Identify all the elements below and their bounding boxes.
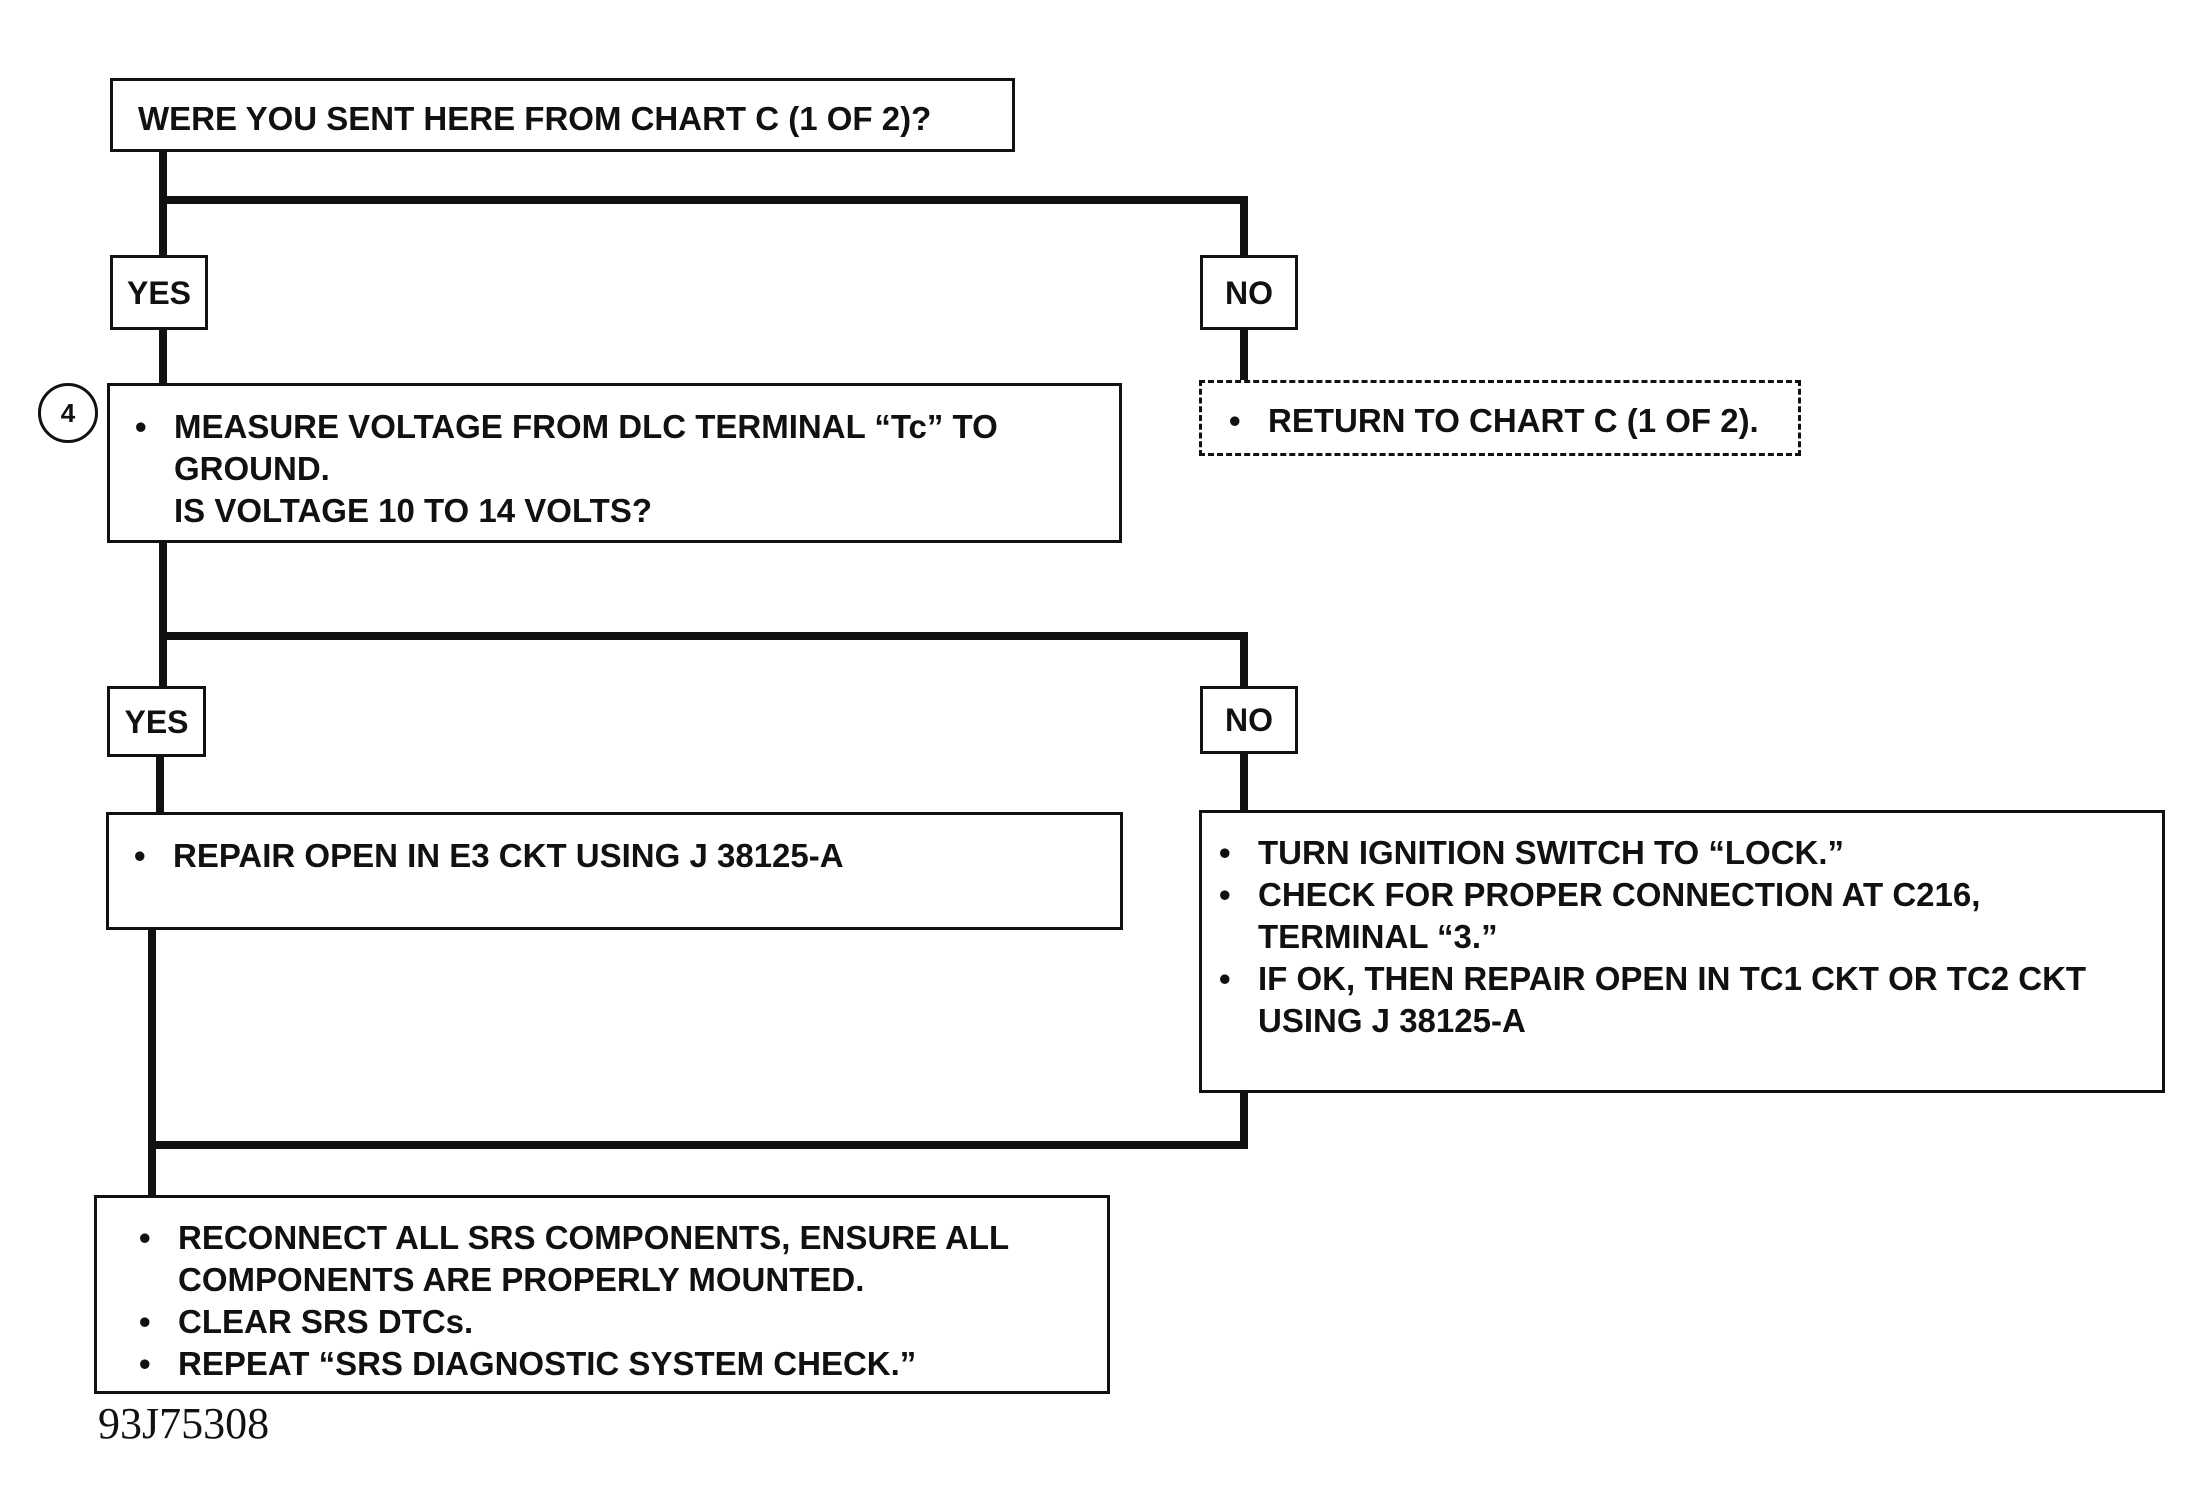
no-branch-actions: TURN IGNITION SWITCH TO “LOCK.” CHECK FO… — [1199, 810, 2165, 1093]
final-action-item: RECONNECT ALL SRS COMPONENTS, ENSURE ALL… — [139, 1217, 1087, 1301]
step-4-line-3: IS VOLTAGE 10 TO 14 VOLTS? — [174, 492, 652, 529]
step-number-badge: 4 — [38, 383, 98, 443]
step-4-line-1: MEASURE VOLTAGE FROM DLC TERMINAL “Tc” T… — [135, 406, 1119, 448]
step-4-line-2: GROUND. — [174, 450, 330, 487]
no-action-item: IF OK, THEN REPAIR OPEN IN TC1 CKT OR TC… — [1219, 958, 2142, 1042]
repair-e3-text: REPAIR OPEN IN E3 CKT USING J 38125-A — [134, 835, 1120, 877]
figure-id: 93J75308 — [98, 1399, 270, 1448]
connector-step4-to-branch — [159, 536, 1248, 690]
question-text: WERE YOU SENT HERE FROM CHART C (1 OF 2)… — [138, 100, 932, 137]
no-action-item: CHECK FOR PROPER CONNECTION AT C216, TER… — [1219, 874, 2142, 958]
branch-2-yes-label: YES — [107, 686, 206, 757]
connector-question-to-branch — [159, 146, 1248, 259]
final-actions: RECONNECT ALL SRS COMPONENTS, ENSURE ALL… — [94, 1195, 1110, 1394]
return-action-text: RETURN TO CHART C (1 OF 2). — [1229, 400, 1798, 442]
question-sent-from-chart-c: WERE YOU SENT HERE FROM CHART C (1 OF 2)… — [110, 78, 1015, 152]
no-action-item: TURN IGNITION SWITCH TO “LOCK.” — [1219, 832, 2142, 874]
branch-1-no-label: NO — [1200, 255, 1298, 330]
connector-repair-to-merge — [148, 923, 1248, 1149]
step-4-measure-voltage: MEASURE VOLTAGE FROM DLC TERMINAL “Tc” T… — [107, 383, 1122, 543]
branch-2-no-label: NO — [1200, 686, 1298, 754]
return-to-chart-c: RETURN TO CHART C (1 OF 2). — [1199, 380, 1801, 456]
final-action-item: CLEAR SRS DTCs. — [139, 1301, 1087, 1343]
repair-e3-circuit: REPAIR OPEN IN E3 CKT USING J 38125-A — [106, 812, 1123, 930]
branch-1-yes-label: YES — [110, 255, 208, 330]
final-action-item: REPEAT “SRS DIAGNOSTIC SYSTEM CHECK.” — [139, 1343, 1087, 1385]
